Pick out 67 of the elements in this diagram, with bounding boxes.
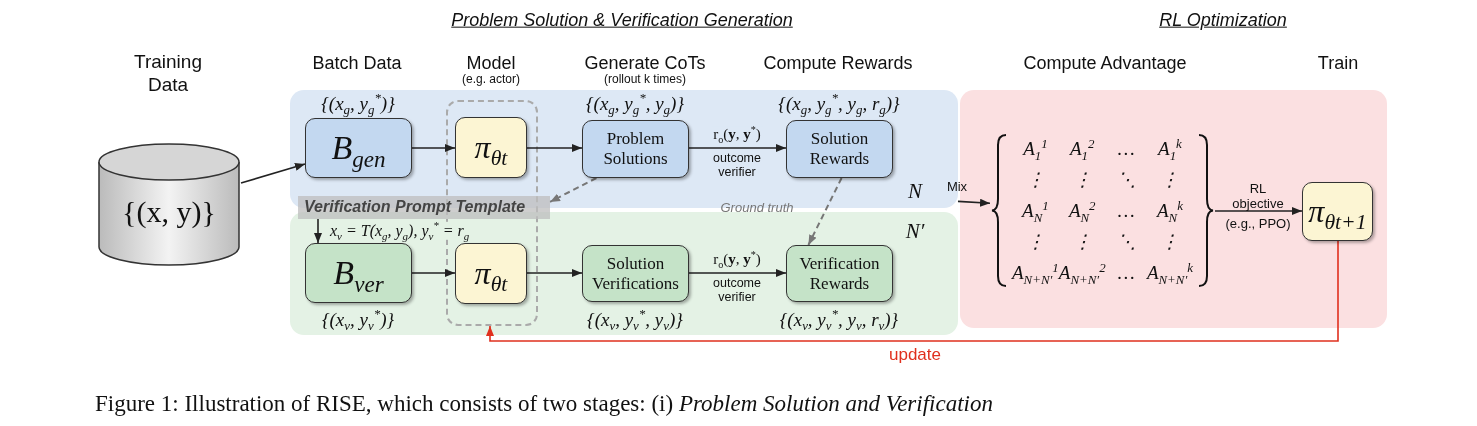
set-notation: {(x$_{g}$, y$_{g}$$^{*}$, y$_{g}$, r$_{g}$)} (778, 92, 900, 116)
node-caption: Training Data (133, 51, 203, 97)
matrix-entry: ⋮ (1024, 230, 1046, 253)
policy-box: π$_{θt+1}$ (1302, 182, 1373, 241)
batch-box: B$_{gen}$ (305, 118, 412, 178)
column-heading: Batch Data (311, 52, 403, 74)
process-box: Solution Verifications (582, 245, 689, 302)
edge-label: Ground truth (719, 200, 795, 216)
arrow (314, 218, 322, 244)
set-notation: {(x$_{g}$, y$_{g}$$^{*}$)} (321, 92, 395, 116)
arrow (1214, 207, 1303, 215)
arrow (486, 240, 1339, 342)
set-notation: {(x$_{v}$, y$_{v}$$^{*}$, y$_{v}$, r$_{v}$)} (779, 308, 899, 332)
matrix-entry: ⋮ (1024, 168, 1046, 191)
arrow (807, 177, 843, 246)
set-notation: {(x$_{g}$, y$_{g}$$^{*}$, y$_{g}$)} (586, 92, 684, 116)
edge-label: update (888, 345, 942, 365)
arrow (688, 269, 787, 277)
arrow (526, 144, 583, 152)
matrix-entry: … (1116, 137, 1136, 160)
column-heading: Compute Rewards (762, 52, 914, 74)
arrow (688, 144, 787, 152)
edge-label: x$_{v}$ = T(x$_{g}$, y$_{g}$), y$_{v}$$^{*}$ = r$_{g}$ (328, 221, 472, 241)
matrix-entry: ⋮ (1071, 168, 1093, 191)
process-box: Verification Rewards (786, 245, 893, 302)
column-note: (e.g. actor) (461, 73, 521, 87)
edge-label: r$_{o}$(y, y$^{*}$) (711, 126, 763, 144)
edge-note: outcome verifier (712, 150, 762, 180)
matrix-entry: ⋱ (1115, 230, 1137, 253)
count-symbol: N (907, 178, 924, 204)
process-box: Solution Rewards (786, 120, 893, 178)
arrow (526, 269, 583, 277)
arrow (957, 198, 991, 207)
figure-caption: Figure 1: Illustration of RISE, which consists of two stages: (i) Problem Solution and Verification (95, 391, 993, 417)
column-heading: Model (465, 52, 517, 74)
edge-label: RL objective (1231, 182, 1285, 212)
data-set-text: {(x, y)} (122, 194, 216, 229)
matrix-entry: … (1116, 261, 1136, 284)
set-notation: {(x$_{v}$, y$_{v}$$^{*}$)} (321, 308, 395, 332)
column-heading: Train (1316, 52, 1360, 74)
section-heading: RL Optimization (1158, 9, 1288, 31)
arrow (549, 177, 598, 203)
policy-box: π$_{θt}$ (455, 243, 527, 304)
section-heading: Problem Solution & Verification Generation (450, 9, 794, 31)
matrix-entry: … (1116, 199, 1136, 222)
edge-note: (e.g., PPO) (1224, 216, 1292, 232)
policy-box: π$_{θt}$ (455, 117, 527, 178)
database-cylinder (97, 142, 241, 267)
arrow (411, 144, 456, 152)
count-symbol: N′ (904, 218, 926, 244)
column-heading: Generate CoTs (583, 52, 707, 74)
matrix-entry: ⋱ (1115, 168, 1137, 191)
edge-label: r$_{o}$(y, y$^{*}$) (711, 251, 763, 269)
column-heading: Compute Advantage (1022, 52, 1188, 74)
column-note: (rollout k times) (603, 73, 687, 87)
set-notation: {(x$_{v}$, y$_{v}$$^{*}$, y$_{v}$)} (587, 308, 683, 332)
process-box: Problem Solutions (582, 120, 689, 178)
arrow (411, 269, 456, 277)
batch-box: B$_{ver}$ (305, 243, 412, 303)
matrix-entry: ⋮ (1159, 168, 1181, 191)
template-tag: Verification Prompt Template (298, 196, 550, 219)
matrix-entry: ⋮ (1159, 230, 1181, 253)
edge-label: Mix (945, 179, 969, 195)
matrix-entry: ⋮ (1071, 230, 1093, 253)
arrow (240, 163, 306, 184)
advantage-matrix (990, 133, 1215, 288)
edge-note: outcome verifier (712, 275, 762, 305)
